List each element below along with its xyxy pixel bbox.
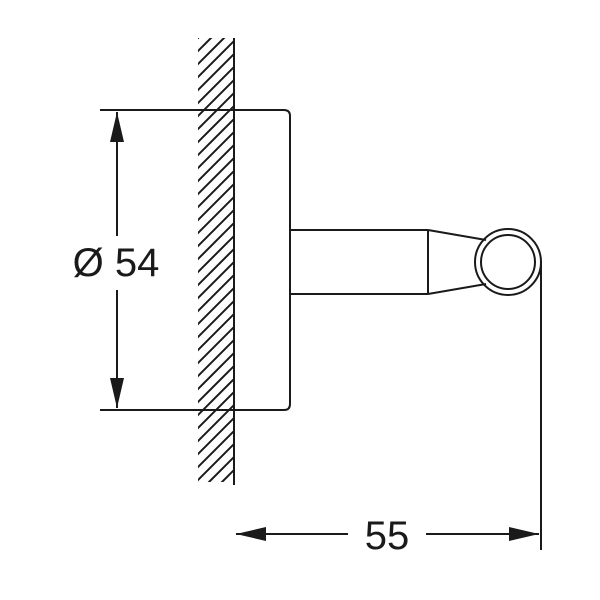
hatch-line [198,143,234,183]
hatch-line [198,247,234,287]
depth-label: 55 [365,514,410,558]
hatch-line [198,286,234,326]
hatch-line [198,182,234,222]
arrow-up-icon [110,112,124,142]
hatch-line [198,338,234,378]
hatch-line [198,117,234,157]
hatch-line [220,468,234,482]
hatch-line [198,273,234,313]
hatch-line [198,130,234,170]
hatch-line [198,91,234,131]
hatch-line [198,429,234,469]
wall [190,0,240,485]
diameter-dimension [100,109,234,411]
hatch-line [198,38,200,40]
hatch-line [207,455,234,482]
arrow-down-icon [110,378,124,408]
hatch-line [198,65,234,105]
hatch-line [198,39,234,79]
wall-hatching [190,0,240,482]
hatch-line [198,325,234,365]
hatch-line [198,221,234,261]
hatch-line [198,364,234,404]
diameter-label: Ø 54 [73,241,160,285]
hatch-line [198,312,234,352]
rosette-plate [234,109,291,411]
hatch-line [198,52,234,92]
hatch-line [198,442,234,482]
hatch-line [198,299,234,339]
depth-dimension [236,262,542,550]
hatch-line [198,78,234,118]
hatch-line [198,416,234,456]
hatch-line [233,481,234,482]
hatch-line [198,156,234,196]
hatch-line [198,169,234,209]
hatch-line [198,234,234,274]
hatch-line [198,38,213,53]
hatch-line [198,260,234,300]
hatch-line [190,0,240,33]
hatch-line [198,208,234,248]
arrow-left-icon [236,527,266,541]
hatch-line [198,377,234,417]
hatch-line [190,0,240,20]
hatch-line [198,38,226,66]
hook-arm [290,229,487,295]
arrow-right-icon [509,527,539,541]
hatch-line [198,403,234,443]
hatch-line [198,104,234,144]
hook-knob [474,228,542,296]
hatch-line [198,195,234,235]
hatch-line [198,351,234,391]
